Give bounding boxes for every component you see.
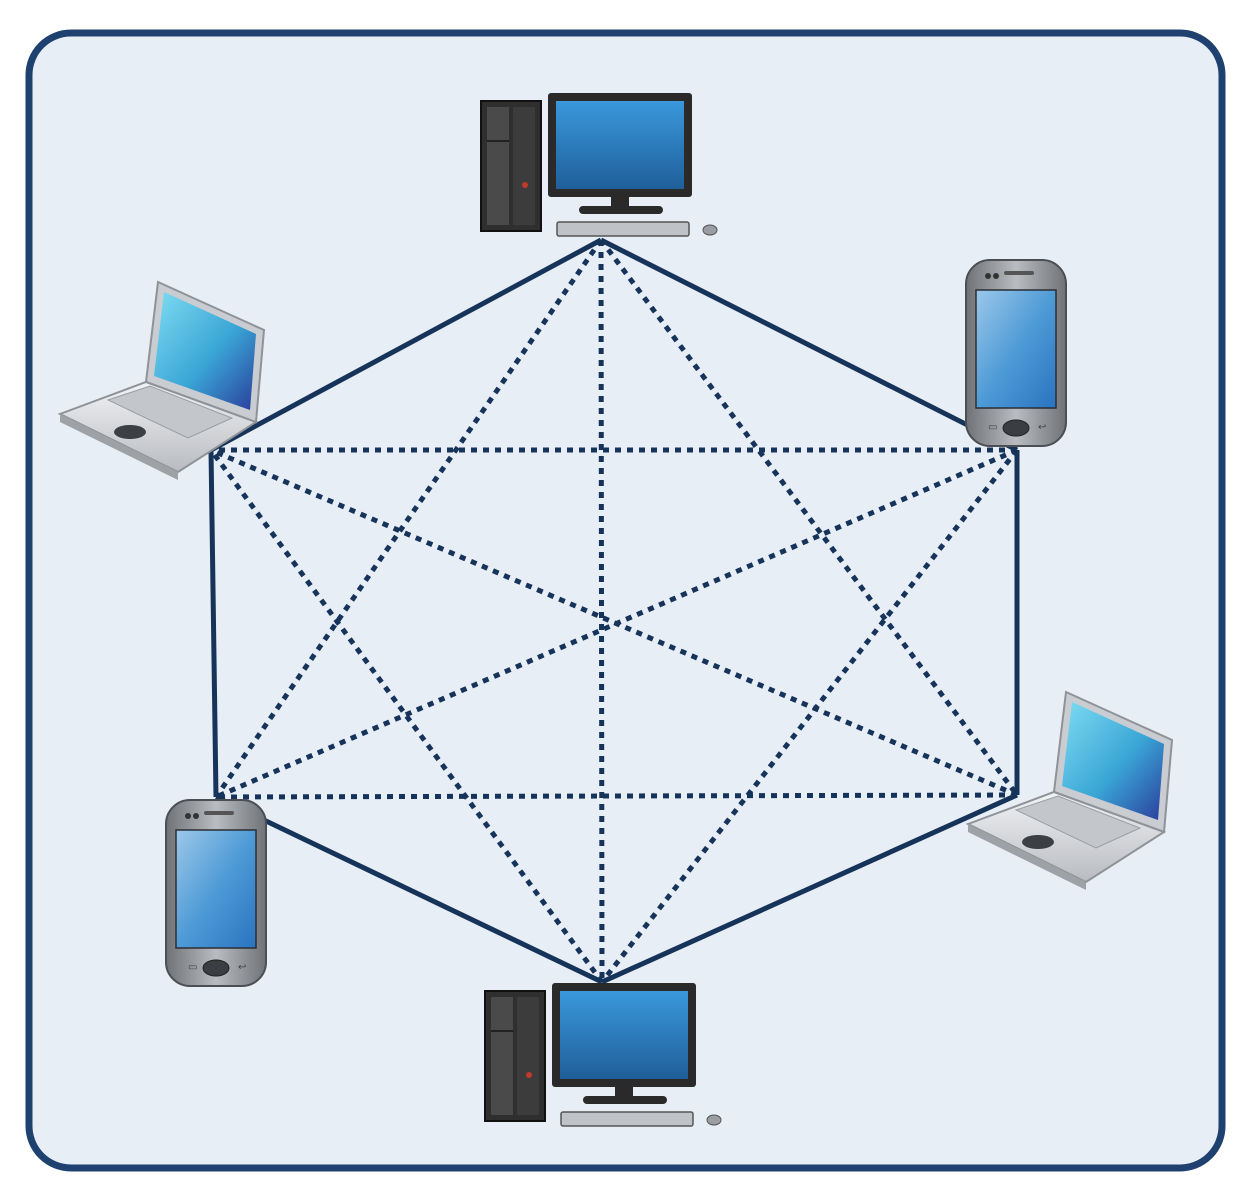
link-desktop-top-laptop-right	[598, 238, 1020, 797]
link-laptop-right-desktop-bottom	[600, 792, 1019, 985]
desktop-computer-icon	[480, 93, 718, 237]
link-phone-right-desktop-bottom	[600, 448, 1019, 984]
smartphone-icon: ▭ ↩	[965, 259, 1067, 447]
mesh-links	[208, 238, 1020, 984]
link-desktop-bottom-phone-left	[214, 794, 604, 985]
phone-right[interactable]: ▭ ↩	[965, 259, 1067, 447]
laptop-right[interactable]	[965, 690, 1174, 890]
svg-text:↩: ↩	[238, 962, 246, 973]
desktop-top[interactable]	[480, 93, 718, 237]
desktop-bottom[interactable]	[484, 983, 722, 1127]
link-desktop-bottom-laptop-left	[208, 448, 605, 984]
link-phone-left-laptop-left	[208, 449, 219, 798]
link-laptop-right-phone-left	[215, 792, 1018, 800]
smartphone-icon: ▭ ↩	[165, 799, 267, 987]
link-laptop-right-laptop-left	[210, 447, 1018, 798]
link-desktop-top-phone-left	[213, 238, 604, 799]
link-desktop-top-desktop-bottom	[598, 239, 605, 983]
link-laptop-left-desktop-top	[209, 237, 603, 453]
link-desktop-top-phone-right	[599, 237, 1019, 453]
desktop-computer-icon	[484, 983, 722, 1127]
laptop-left[interactable]	[57, 280, 266, 480]
svg-text:▭: ▭	[988, 422, 997, 433]
svg-text:▭: ▭	[188, 962, 197, 973]
laptop-icon	[965, 690, 1174, 890]
phone-left[interactable]: ▭ ↩	[165, 799, 267, 987]
laptop-icon	[57, 280, 266, 480]
ring-links	[208, 237, 1020, 985]
diagram-frame	[25, 29, 1226, 1172]
svg-text:↩: ↩	[1038, 422, 1046, 433]
